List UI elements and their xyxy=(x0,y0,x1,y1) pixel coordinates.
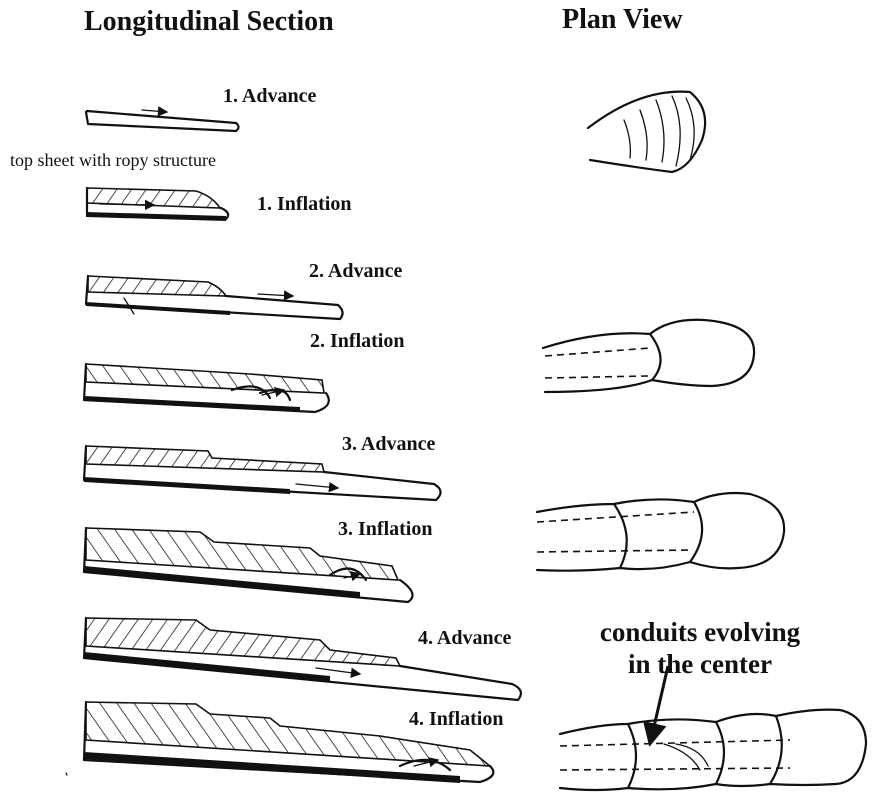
section-3-inflation xyxy=(84,528,413,602)
section-2-inflation xyxy=(84,364,329,412)
plan-view-2 xyxy=(543,320,754,392)
section-1-advance xyxy=(86,110,239,131)
plan-view-4 xyxy=(560,666,866,790)
section-2-advance xyxy=(86,276,343,319)
plan-view-3 xyxy=(537,493,784,571)
plan-view-1 xyxy=(588,92,705,172)
section-1-inflation xyxy=(86,188,228,221)
section-3-advance xyxy=(84,446,441,500)
section-4-inflation xyxy=(84,702,493,783)
section-4-advance xyxy=(84,618,521,700)
